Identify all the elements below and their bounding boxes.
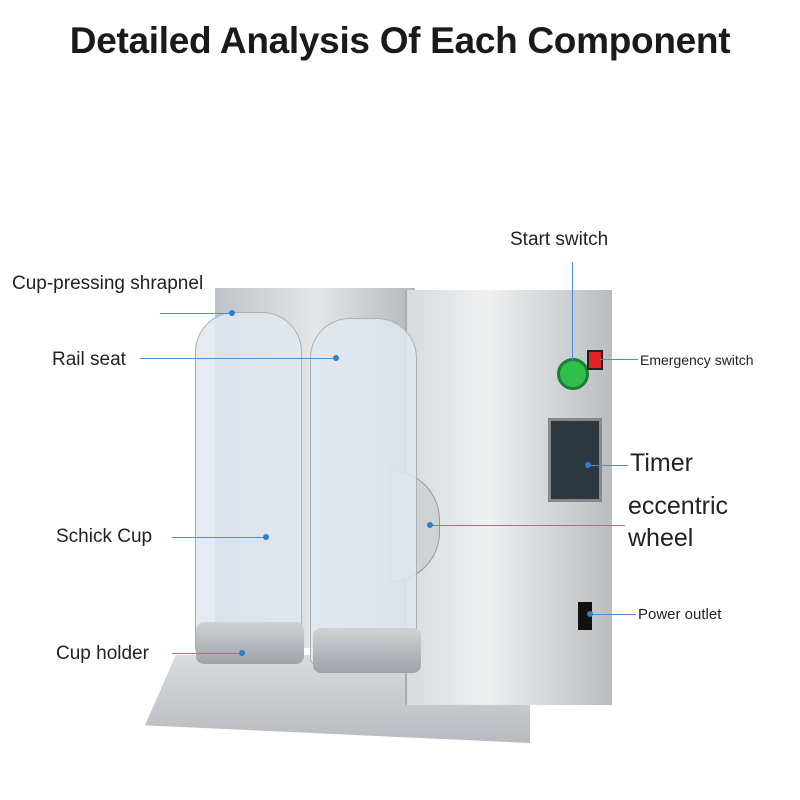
left-cup-holder [196,622,304,664]
emergency-switch [587,350,603,370]
leader-line [430,525,625,526]
leader-line [140,358,336,359]
leader-line [590,614,636,615]
leader-dot [229,310,235,316]
label-power-outlet: Power outlet [638,606,722,623]
power-outlet [578,602,592,630]
left-cup [195,312,302,654]
leader-line [172,537,266,538]
leader-line [588,465,628,466]
label-cup-holder: Cup holder [56,643,149,664]
label-eccentric-wheel-line2: wheel [628,524,694,552]
label-start-switch: Start switch [510,229,609,250]
start-button [557,358,589,390]
leader-dot [585,462,591,468]
leader-dot [263,534,269,540]
label-eccentric-wheel-line1: eccentric [628,492,729,520]
label-rail-seat: Rail seat [52,349,126,370]
right-cup [310,318,417,665]
label-timer: Timer [630,449,693,477]
label-emergency-switch: Emergency switch [640,352,754,368]
leader-dot [239,650,245,656]
page-title: Detailed Analysis Of Each Component [69,20,731,61]
leader-dot [333,355,339,361]
label-cup-pressing-shrapnel: Cup-pressing shrapnel [12,273,204,294]
leader-dot [587,611,593,617]
timer-display [548,418,602,502]
leader-line [600,359,638,360]
leader-line [160,313,232,314]
leader-line [572,262,573,360]
leader-line [172,653,242,654]
right-cup-holder [313,628,421,673]
label-schick-cup: Schick Cup [56,526,153,547]
leader-dot [427,522,433,528]
